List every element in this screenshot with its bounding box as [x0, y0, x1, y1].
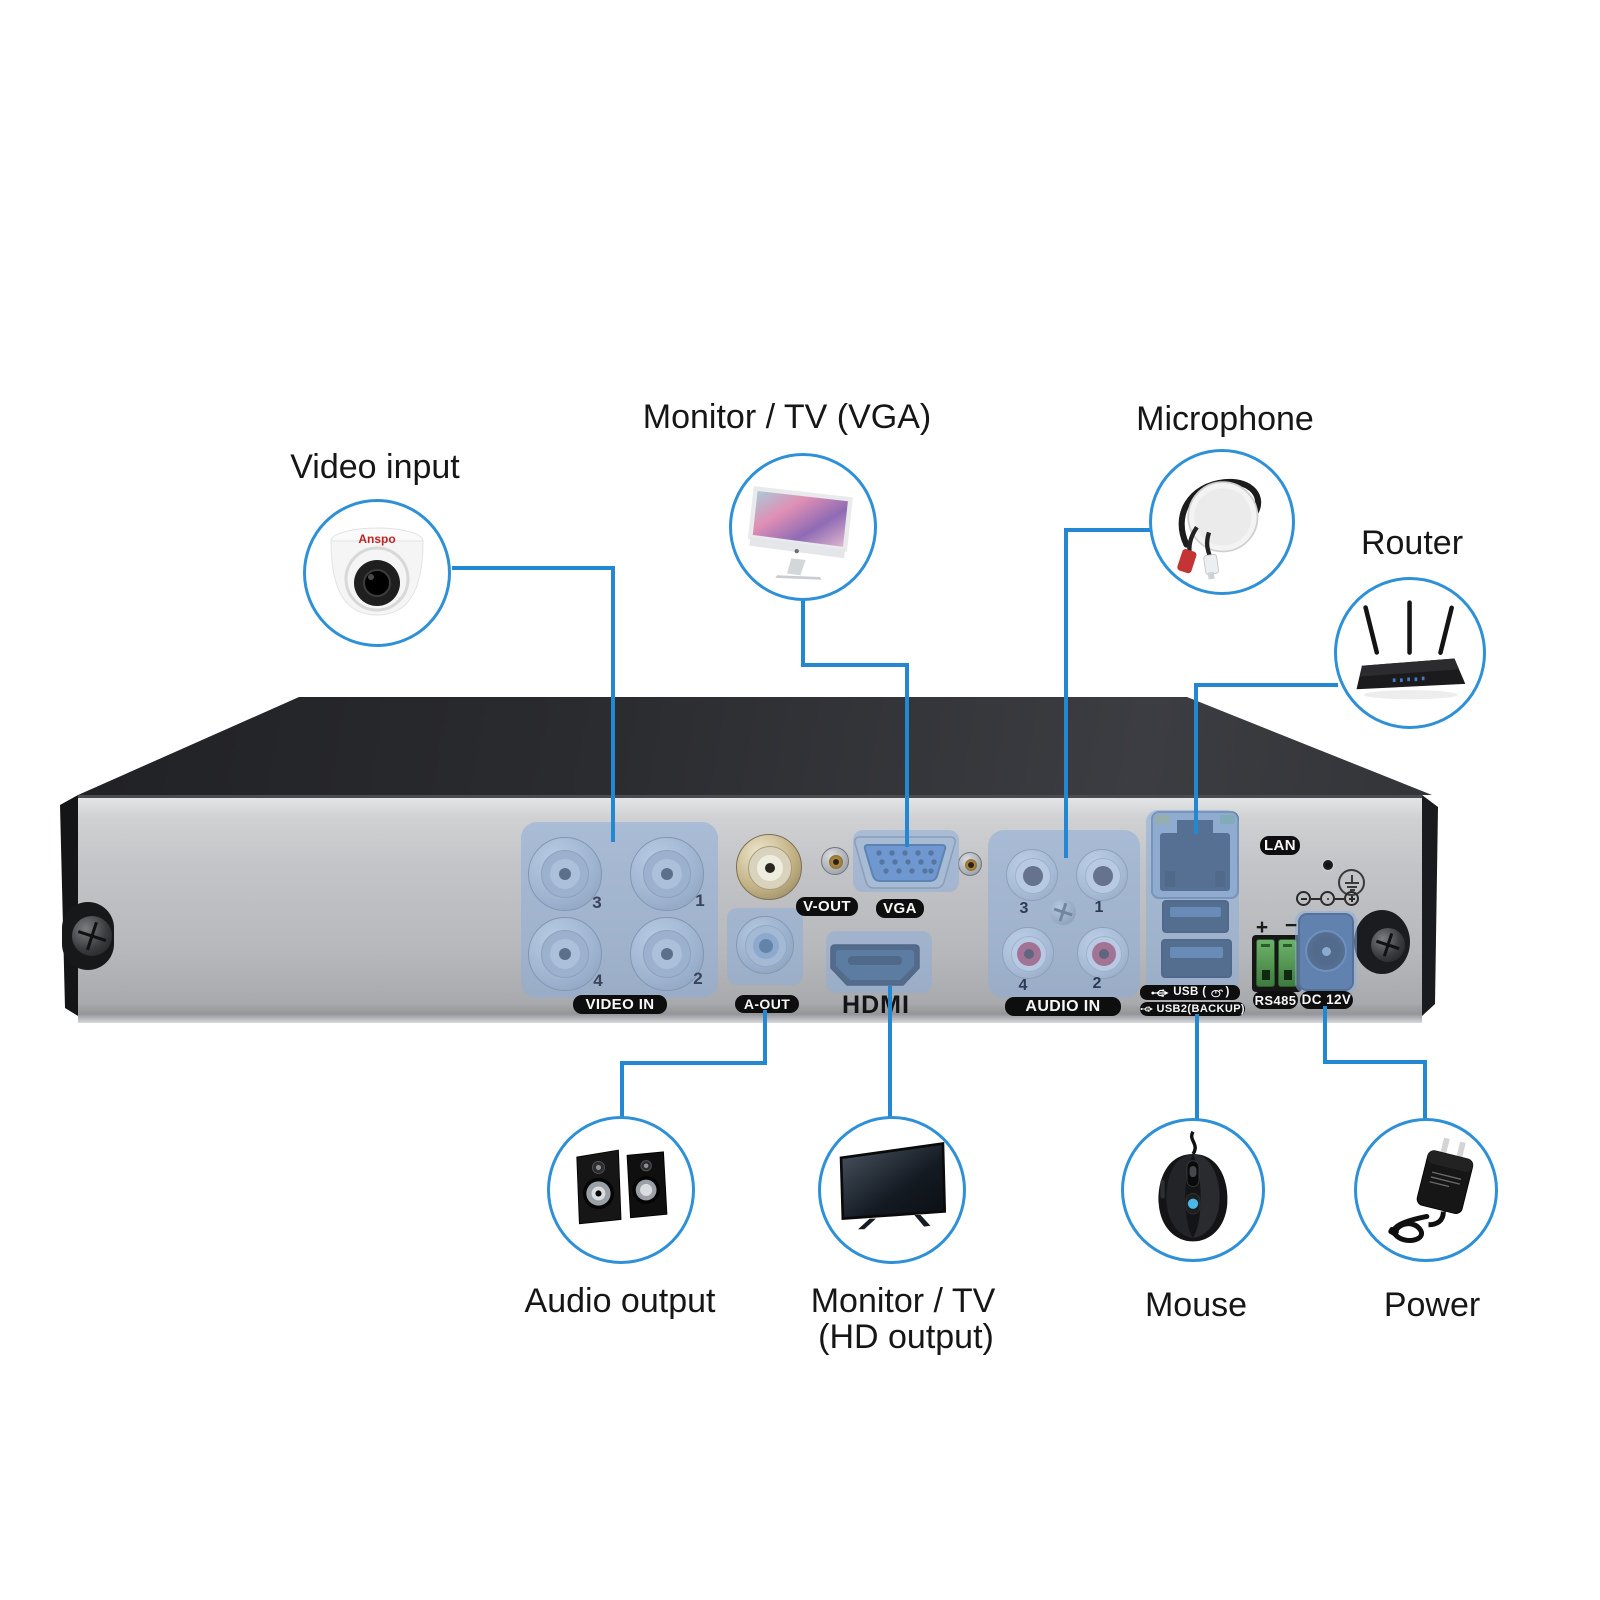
router-illustration: [1356, 600, 1466, 700]
mouse-icon: [1210, 989, 1223, 997]
callout-circle-monitor-hd: [818, 1116, 966, 1264]
rs485-label: RS485: [1253, 991, 1298, 1009]
dome-camera-illustration: Anspo: [330, 527, 424, 616]
caption-monitor-vga: Monitor / TV (VGA): [642, 398, 932, 436]
left-panel-screw: [72, 916, 112, 956]
rs485-minus-mark: −: [1284, 914, 1298, 937]
vga-label: VGA: [876, 899, 924, 918]
v-out-label: V-OUT: [796, 897, 858, 916]
connector-audio-output: [763, 1010, 767, 1065]
bnc-v-out: [736, 834, 802, 900]
caption-monitor-hd-line1: Monitor / TV: [810, 1282, 996, 1320]
dvr-bottom-edge: [78, 1014, 1422, 1023]
right-panel-screw: [1371, 928, 1405, 962]
audio-in-jack-number: 1: [1094, 899, 1104, 916]
hdmi-label: HDMI: [842, 991, 910, 1019]
connector-power: [1323, 1060, 1427, 1064]
dc-12v-label: DC 12V: [1300, 991, 1353, 1009]
usb-mouse-label: USB ( ): [1140, 985, 1240, 1000]
dvr-right-edge: [1422, 795, 1438, 1016]
callout-circle-monitor-vga: [729, 453, 877, 601]
audio-in-jack-number: 2: [1092, 975, 1102, 992]
caption-power: Power: [1383, 1286, 1481, 1324]
connector-audio-output: [620, 1061, 624, 1120]
rs485-plus-mark: +: [1255, 916, 1269, 939]
callout-circle-power: [1354, 1118, 1498, 1262]
speakers-illustration: [576, 1149, 668, 1225]
power-adapter-illustration: [1388, 1137, 1474, 1243]
connector-router: [1194, 683, 1338, 687]
dc-polarity-icon: [1296, 890, 1359, 908]
audio-in-label: AUDIO IN: [1005, 997, 1121, 1016]
camera-brand-text: Anspo: [358, 532, 395, 546]
connector-router: [1194, 683, 1198, 834]
audio-in-jack-number: 4: [1018, 977, 1028, 994]
connector-video-input: [611, 566, 615, 842]
caption-mouse: Mouse: [1144, 1286, 1248, 1324]
highlight-audio-in: [988, 830, 1140, 998]
callout-circle-video-input: Anspo: [303, 499, 451, 647]
connector-monitor-hd: [888, 986, 892, 1120]
connector-monitor-vga: [905, 663, 909, 847]
highlight-lan-usb: [1146, 810, 1239, 992]
connector-microphone: [1064, 528, 1153, 532]
caption-monitor-hd-line2: (HD output): [818, 1318, 994, 1356]
connector-mouse: [1195, 1014, 1199, 1122]
dvr-top-face: [78, 697, 1432, 795]
microphone-illustration: [1177, 478, 1262, 580]
callout-circle-audio-output: [547, 1116, 695, 1264]
connector-monitor-vga: [801, 598, 805, 667]
callout-circle-router: [1334, 577, 1486, 729]
highlight-video-in: [521, 822, 718, 998]
audio-jack-left: [821, 847, 849, 875]
video-in-jack-number: 4: [593, 971, 603, 990]
usb-backup-label: USB2(BACKUP): [1140, 1002, 1245, 1016]
imac-monitor-illustration: [747, 486, 853, 580]
connector-power: [1323, 1006, 1327, 1064]
caption-video-input: Video input: [290, 448, 460, 486]
connector-audio-output: [620, 1061, 767, 1065]
highlight-dc: [1295, 911, 1357, 993]
connector-monitor-vga: [801, 663, 909, 667]
a-out-label: A-OUT: [735, 995, 799, 1013]
caption-microphone: Microphone: [1136, 400, 1314, 438]
video-in-jack-number: 1: [695, 891, 705, 910]
highlight-hdmi: [826, 931, 932, 993]
connector-power: [1423, 1060, 1427, 1122]
caption-router: Router: [1360, 524, 1464, 562]
audio-in-jack-number: 3: [1019, 900, 1029, 917]
video-in-jack-number: 3: [592, 893, 602, 912]
connector-video-input: [452, 566, 615, 570]
usb-icon: [1140, 1006, 1153, 1012]
caption-audio-output: Audio output: [524, 1282, 716, 1320]
connector-microphone: [1064, 528, 1068, 858]
usb-icon: [1151, 988, 1169, 997]
highlight-a-out: [727, 908, 803, 985]
audio-jack-right: [958, 852, 982, 876]
callout-circle-microphone: [1149, 449, 1295, 595]
callout-circle-mouse: [1121, 1118, 1265, 1262]
mouse-illustration: [1158, 1130, 1228, 1242]
video-in-jack-number: 2: [693, 969, 703, 988]
video-in-label: VIDEO IN: [573, 995, 667, 1014]
tv-illustration: [839, 1142, 947, 1230]
lan-label: LAN: [1260, 836, 1300, 855]
ground-hole: [1321, 858, 1335, 872]
